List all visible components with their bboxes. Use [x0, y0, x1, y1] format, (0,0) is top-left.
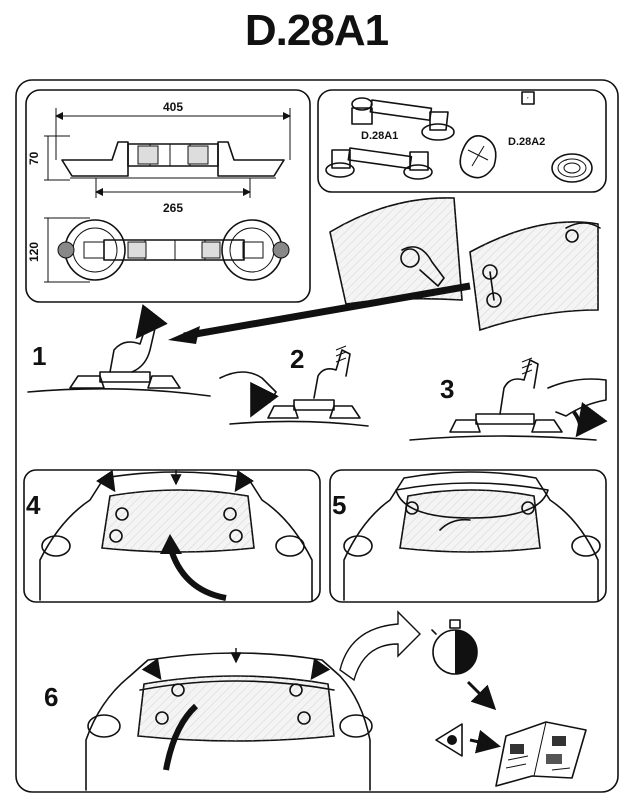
step-number-3: 3 — [440, 374, 454, 404]
arrow-eye-icon — [469, 729, 501, 754]
dim-length: 405 — [163, 100, 183, 114]
hand-icon — [401, 246, 445, 287]
hand-press-icon — [109, 319, 157, 373]
step-5-panel — [329, 469, 607, 603]
tool-side-view — [61, 141, 285, 179]
arrow-to-book-icon — [466, 680, 497, 711]
step-number-6: 6 — [44, 682, 58, 712]
hand-icon-right — [565, 222, 601, 229]
manual-book-icon — [495, 721, 587, 787]
step-number-4: 4 — [26, 490, 41, 520]
dim-height: 70 — [27, 151, 41, 165]
tool-top-view — [57, 219, 290, 281]
windscreen-right — [469, 221, 601, 332]
dimension-panel: 405 70 265 120 — [25, 89, 311, 303]
step-4-panel — [23, 469, 321, 603]
step-2-illustration — [219, 345, 369, 427]
pointer-arrow — [183, 282, 471, 340]
outer-frame — [15, 79, 619, 793]
step-6-illustration — [85, 648, 373, 791]
step-1-illustration — [27, 304, 211, 397]
kit-tool-upper — [351, 97, 455, 141]
page-title: D.28A1 — [244, 6, 389, 55]
step-number-2: 2 — [290, 344, 304, 374]
strap-icon — [521, 91, 593, 183]
cloth-icon — [459, 135, 497, 179]
step-3-illustration — [409, 357, 608, 441]
kit-tool-lower — [325, 147, 433, 180]
kit-label-b: D.28A2 — [508, 136, 545, 148]
dim-cup-diameter: 120 — [27, 242, 41, 262]
windscreen-left — [329, 197, 463, 305]
step-number-1: 1 — [32, 341, 46, 371]
stopwatch-icon — [431, 619, 478, 675]
eye-icon — [435, 723, 463, 757]
kit-label-a: D.28A1 — [361, 130, 398, 142]
step-number-5: 5 — [332, 490, 346, 520]
kit-panel: D.28A1 D.28A2 — [317, 89, 607, 193]
dim-inner-span: 265 — [163, 201, 183, 215]
curved-arrow-icon — [339, 610, 421, 682]
